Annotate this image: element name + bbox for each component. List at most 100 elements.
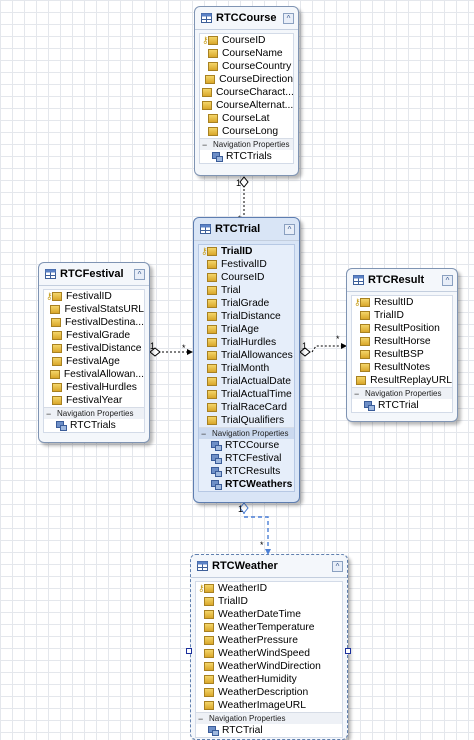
property-row[interactable]: TrialActualTime	[199, 388, 294, 401]
property-row[interactable]: CourseName	[200, 47, 293, 60]
property-row[interactable]: ResultReplayURL	[352, 374, 452, 387]
property-row[interactable]: TrialGrade	[199, 297, 294, 310]
property-row[interactable]: WeatherImageURL	[196, 699, 342, 712]
property-row[interactable]: TrialQualifiers	[199, 414, 294, 427]
property-row[interactable]: FestivalStatsURL	[44, 303, 144, 316]
navigation-property-row[interactable]: RTCResults	[199, 465, 294, 478]
property-icon	[207, 299, 217, 308]
navigation-property-name: RTCCourse	[225, 440, 280, 451]
entity-title: RTCTrial	[215, 223, 261, 235]
property-row[interactable]: WeatherDateTime	[196, 608, 342, 621]
navigation-properties-header[interactable]: −Navigation Properties	[196, 712, 342, 724]
property-row[interactable]: CourseDirection	[200, 73, 293, 86]
navigation-property-row[interactable]: RTCWeathers	[199, 478, 294, 491]
property-icon	[360, 337, 370, 346]
collapse-minus-icon[interactable]: −	[202, 139, 208, 150]
property-row[interactable]: WeatherTemperature	[196, 621, 342, 634]
navigation-property-row[interactable]: RTCTrial	[352, 399, 452, 412]
property-row[interactable]: ⚷ResultID	[352, 296, 452, 309]
property-icon	[207, 325, 217, 334]
navigation-property-row[interactable]: RTCTrials	[200, 150, 293, 163]
navigation-property-row[interactable]: RTCTrials	[44, 419, 144, 432]
navigation-property-row[interactable]: RTCTrial	[196, 724, 342, 737]
property-row[interactable]: ⚷WeatherID	[196, 582, 342, 595]
property-row[interactable]: FestivalAllowan...	[44, 368, 144, 381]
collapse-minus-icon[interactable]: −	[201, 428, 207, 439]
property-row[interactable]: FestivalDestina...	[44, 316, 144, 329]
property-icon	[52, 344, 62, 353]
property-row[interactable]: WeatherDescription	[196, 686, 342, 699]
property-row[interactable]: WeatherPressure	[196, 634, 342, 647]
property-row[interactable]: ⚷FestivalID	[44, 290, 144, 303]
connector-trial-weather[interactable]	[239, 502, 271, 555]
property-row[interactable]: ⚷TrialID	[199, 245, 294, 258]
property-row[interactable]: CourseCountry	[200, 60, 293, 73]
property-row[interactable]: FestivalGrade	[44, 329, 144, 342]
property-name: CourseLong	[222, 126, 279, 137]
property-row[interactable]: FestivalHurdles	[44, 381, 144, 394]
property-row[interactable]: CourseAlternat...	[200, 99, 293, 112]
property-row[interactable]: WeatherWindDirection	[196, 660, 342, 673]
navigation-property-row[interactable]: RTCFestival	[199, 452, 294, 465]
property-row[interactable]: CourseID	[199, 271, 294, 284]
multiplicity-festival-trial-many: *	[182, 343, 186, 353]
property-row[interactable]: ResultNotes	[352, 361, 452, 374]
property-row[interactable]: TrialDistance	[199, 310, 294, 323]
property-row[interactable]: FestivalAge	[44, 355, 144, 368]
connector-trial-result[interactable]	[299, 343, 347, 357]
property-name: WeatherDescription	[218, 687, 309, 698]
property-row[interactable]: TrialActualDate	[199, 375, 294, 388]
property-row[interactable]: FestivalID	[199, 258, 294, 271]
property-row[interactable]: TrialID	[352, 309, 452, 322]
multiplicity-festival-trial-one: 1	[150, 341, 156, 351]
resize-handle-left[interactable]	[186, 648, 192, 654]
property-row[interactable]: TrialAge	[199, 323, 294, 336]
property-row[interactable]: CourseCharact...	[200, 86, 293, 99]
property-row[interactable]: ResultBSP	[352, 348, 452, 361]
property-row[interactable]: ResultPosition	[352, 322, 452, 335]
navigation-property-row[interactable]: RTCCourse	[199, 439, 294, 452]
property-name: CourseDirection	[219, 74, 293, 85]
collapse-chevron-icon[interactable]: ^	[134, 268, 145, 280]
property-row[interactable]: ⚷CourseID	[200, 34, 293, 47]
navigation-properties-header[interactable]: −Navigation Properties	[44, 407, 144, 419]
navigation-properties-label: Navigation Properties	[57, 409, 134, 418]
property-row[interactable]: TrialAllowances	[199, 349, 294, 362]
property-row[interactable]: FestivalDistance	[44, 342, 144, 355]
property-name: TrialID	[218, 596, 248, 607]
resize-handle-right[interactable]	[345, 648, 351, 654]
navigation-properties-header[interactable]: −Navigation Properties	[200, 138, 293, 150]
property-row[interactable]: WeatherHumidity	[196, 673, 342, 686]
collapse-chevron-icon[interactable]: ^	[284, 223, 295, 235]
collapse-minus-icon[interactable]: −	[46, 408, 52, 419]
property-row[interactable]: CourseLong	[200, 125, 293, 138]
property-row[interactable]: TrialMonth	[199, 362, 294, 375]
property-row[interactable]: FestivalYear	[44, 394, 144, 407]
key-icon: ⚷	[202, 35, 209, 45]
property-name: ResultID	[374, 297, 414, 308]
navigation-property-name: RTCTrial	[378, 400, 419, 411]
property-row[interactable]: TrialHurdles	[199, 336, 294, 349]
collapse-chevron-icon[interactable]: ^	[332, 560, 343, 572]
navigation-properties-header[interactable]: −Navigation Properties	[199, 427, 294, 439]
property-row[interactable]: Trial	[199, 284, 294, 297]
collapse-minus-icon[interactable]: −	[354, 388, 360, 399]
property-row[interactable]: WeatherWindSpeed	[196, 647, 342, 660]
collapse-minus-icon[interactable]: −	[198, 713, 204, 724]
collapse-chevron-icon[interactable]: ^	[442, 274, 453, 286]
property-row[interactable]: TrialID	[196, 595, 342, 608]
collapse-chevron-icon[interactable]: ^	[283, 12, 294, 24]
property-icon	[208, 49, 218, 58]
property-row[interactable]: CourseLat	[200, 112, 293, 125]
navigation-properties-header[interactable]: −Navigation Properties	[352, 387, 452, 399]
multiplicity-trial-result-one: 1	[302, 341, 308, 351]
connector-festival-trial[interactable]	[149, 347, 193, 357]
property-row[interactable]: ResultHorse	[352, 335, 452, 348]
property-row[interactable]: TrialRaceCard	[199, 401, 294, 414]
navigation-property-icon	[211, 480, 222, 490]
